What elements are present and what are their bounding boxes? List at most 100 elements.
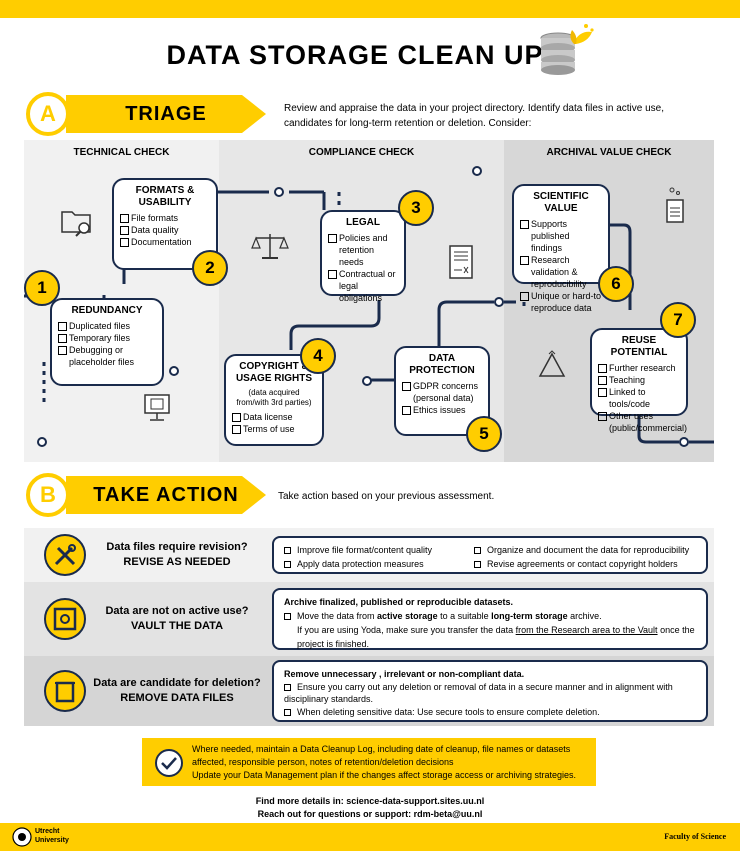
uu-logo-text: Utrecht University: [35, 827, 69, 845]
list-item: Apply data protection measures: [297, 559, 424, 569]
card-title: REUSE POTENTIAL: [610, 335, 668, 358]
vault-underline: from the Research area to the Vault: [515, 625, 658, 635]
card-title: REDUNDANCY: [71, 305, 143, 316]
scientific-value-card: SCIENTIFIC VALUE Supports published find…: [512, 184, 610, 313]
faculty-label: Faculty of Science: [664, 832, 726, 841]
path-node: [679, 437, 689, 447]
trash-icon: [44, 670, 86, 712]
list-item: GDPR concerns (personal data): [402, 380, 482, 404]
support-email[interactable]: Reach out for questions or support: rdm-…: [257, 809, 483, 819]
note-line-1: Where needed, maintain a Data Cleanup Lo…: [192, 744, 571, 767]
list-item: File formats: [120, 212, 210, 224]
list-item: Other uses (public/commercial): [598, 410, 687, 434]
vault-action: VAULT THE DATA: [130, 620, 224, 632]
list-item: Data quality: [120, 224, 210, 236]
path-node: [274, 187, 284, 197]
list-item: Documentation: [120, 236, 210, 248]
list-item: Teaching: [598, 374, 680, 386]
vault-text: archive.: [567, 611, 602, 621]
archival-value-check-heading: ARCHIVAL VALUE CHECK: [546, 147, 672, 158]
revise-box: Improve file format/content quality Orga…: [272, 536, 708, 574]
uu-logo-icon: [12, 827, 32, 847]
remove-box: Remove unnecessary , irrelevant or non-c…: [272, 660, 708, 722]
list-item: Linked to tools/code: [598, 386, 680, 410]
vault-text: Move the data from: [297, 611, 378, 621]
vault-bold: active storage: [377, 611, 438, 621]
list-item: Organize and document the data for repro…: [487, 545, 690, 555]
vault-text: to a suitable: [437, 611, 492, 621]
path-node: [37, 437, 47, 447]
list-item: Data license: [232, 411, 316, 423]
compliance-check-heading: COMPLIANCE CHECK: [308, 147, 415, 158]
vault-bold: long-term storage: [491, 611, 568, 621]
step-2-badge: 2: [192, 250, 228, 286]
redundancy-card: REDUNDANCY Duplicated files Temporary fi…: [50, 298, 164, 386]
section-b-badge: B: [26, 473, 70, 517]
revise-row: Data files require revision? REVISE AS N…: [24, 528, 714, 582]
revise-action: REVISE AS NEEDED: [123, 556, 231, 568]
path-node: [472, 166, 482, 176]
remove-question: Data are candidate for deletion?: [93, 677, 261, 689]
list-item: Debugging or placeholder files: [58, 344, 156, 368]
card-title: DATA PROTECTION: [409, 353, 475, 376]
step-1-badge: 1: [24, 270, 60, 306]
list-item: Supports published findings: [520, 218, 602, 254]
take-action-banner: TAKE ACTION: [66, 476, 266, 514]
list-item: Research validation & reproducibility: [520, 254, 602, 290]
vault-icon: [44, 598, 86, 640]
revise-question: Data files require revision?: [106, 541, 248, 553]
list-item: When deleting sensitive data: Use secure…: [297, 707, 600, 717]
list-item: Ensure you carry out any deletion or rem…: [284, 682, 673, 704]
take-action-intro: Take action based on your previous asses…: [278, 491, 495, 502]
remove-row: Data are candidate for deletion? REMOVE …: [24, 656, 714, 726]
path-node: [169, 366, 179, 376]
reuse-potential-card: REUSE POTENTIAL Further research Teachin…: [590, 328, 688, 433]
vault-row: Data are not on active use? VAULT THE DA…: [24, 582, 714, 656]
section-a-badge: A: [26, 92, 70, 136]
path-node: [494, 297, 504, 307]
remove-action: REMOVE DATA FILES: [120, 692, 234, 704]
card-title: LEGAL: [346, 217, 380, 228]
step-3-badge: 3: [398, 190, 434, 226]
card-title: FORMATS & USABILITY: [135, 185, 195, 208]
scales-icon: [251, 234, 289, 259]
card-subtitle: (data acquired from/with 3rd parties): [236, 388, 312, 407]
logo-line: University: [35, 837, 69, 844]
list-item: Contractual or legal obligations: [328, 268, 398, 304]
remove-heading: Remove unnecessary , irrelevant or non-c…: [284, 669, 525, 679]
remove-title: Data are candidate for deletion? REMOVE …: [92, 676, 262, 706]
logo-line: Utrecht: [35, 828, 60, 835]
list-item: Terms of use: [232, 423, 316, 435]
cleanup-log-note: Where needed, maintain a Data Cleanup Lo…: [142, 738, 596, 786]
list-item: Improve file format/content quality: [297, 545, 433, 555]
step-5-badge: 5: [466, 416, 502, 452]
list-item: Unique or hard-to reproduce data: [520, 290, 602, 314]
step-7-badge: 7: [660, 302, 696, 338]
list-item: Policies and retention needs: [328, 232, 398, 268]
triage-banner: TRIAGE: [66, 95, 266, 133]
vault-text: once the project is finished.: [297, 625, 695, 649]
step-4-badge: 4: [300, 338, 336, 374]
vault-box: Archive finalized, published or reproduc…: [272, 588, 708, 650]
list-item: Revise agreements or contact copyright h…: [487, 559, 678, 569]
list-item: Ethics issues: [402, 404, 482, 416]
vault-title: Data are not on active use? VAULT THE DA…: [92, 604, 262, 634]
list-item: Further research: [598, 362, 680, 374]
page-title: DATA STORAGE CLEAN UP: [166, 40, 544, 70]
path-node: [362, 376, 372, 386]
list-item: Duplicated files: [58, 320, 156, 332]
monitor-icon: [144, 394, 170, 421]
formats-usability-card: FORMATS & USABILITY File formats Data qu…: [112, 178, 218, 270]
revise-title: Data files require revision? REVISE AS N…: [92, 540, 262, 570]
card-title: SCIENTIFIC VALUE: [533, 191, 589, 214]
vault-question: Data are not on active use?: [105, 605, 249, 617]
vault-text: If you are using Yoda, make sure you tra…: [297, 625, 516, 635]
triage-panel: TECHNICAL CHECK COMPLIANCE CHECK ARCHIVA…: [24, 140, 714, 462]
details-link[interactable]: Find more details in: science-data-suppo…: [255, 796, 485, 806]
pencil-check-icon: [155, 749, 183, 777]
card-title: COPYRIGHT & USAGE RIGHTS: [235, 361, 313, 384]
note-line-2: Update your Data Management plan if the …: [192, 770, 577, 780]
vault-heading: Archive finalized, published or reproduc…: [284, 597, 514, 607]
document-sign-icon: [449, 245, 473, 279]
list-item: Temporary files: [58, 332, 156, 344]
